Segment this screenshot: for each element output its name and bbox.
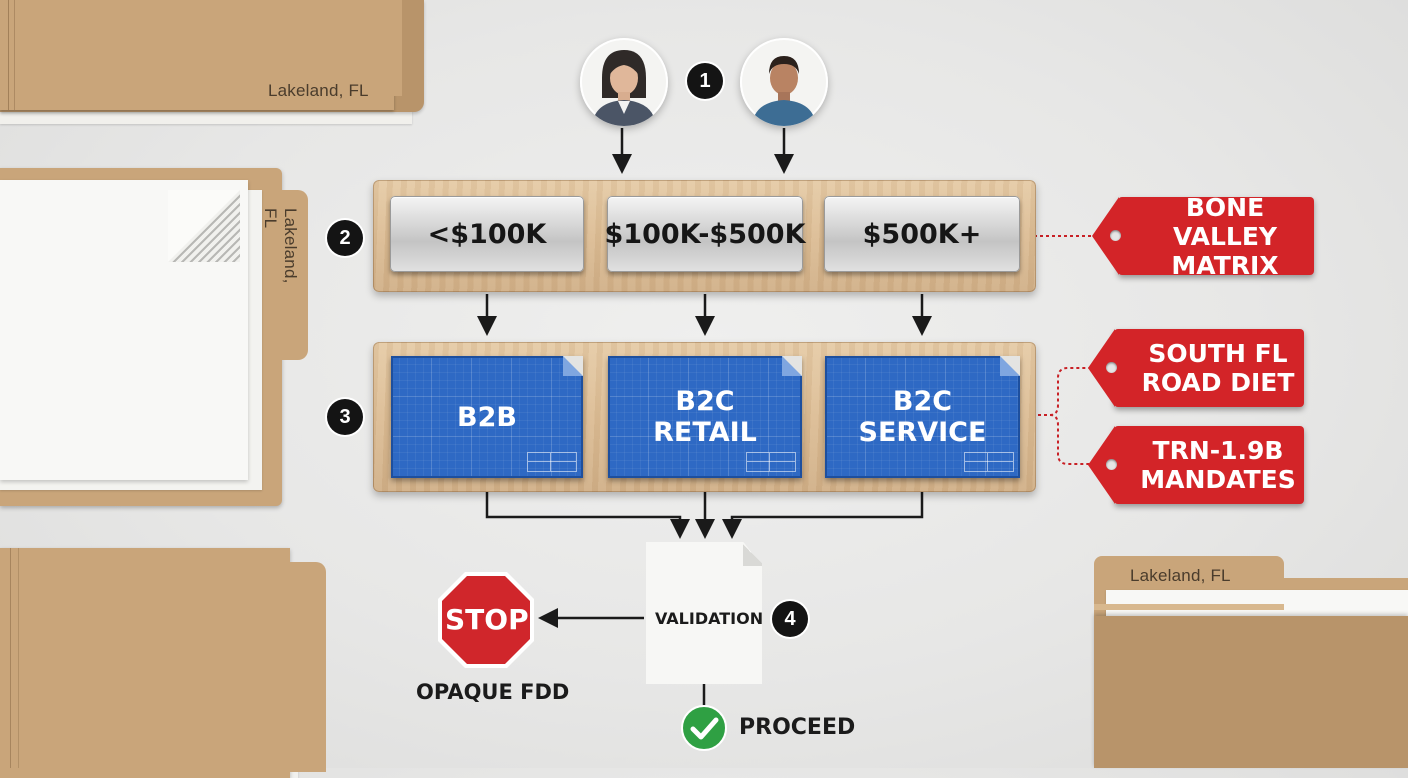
step-badge-1: 1: [687, 63, 723, 99]
avatar-man: [740, 38, 828, 126]
validation-document: [646, 542, 762, 684]
document-fold: [743, 542, 762, 566]
opaque-fdd-label: OPAQUE FDD: [416, 680, 570, 704]
tag-bone-valley-matrix: BONE VALLEY MATRIX: [1092, 193, 1314, 280]
check-icon: [681, 705, 727, 751]
dotted-link-mandates: [1049, 414, 1092, 465]
tag-line1: TRN-1.9B: [1152, 436, 1284, 465]
folder-bottom-left: [0, 548, 330, 778]
step-badge-2: 2: [327, 220, 363, 256]
segment-card-b2c-service: B2C SERVICE: [825, 356, 1020, 478]
tag-line1: SOUTH FL: [1148, 339, 1288, 368]
folder-label: Lakeland, FL: [1130, 566, 1231, 585]
folder-label: Lakeland, FL: [268, 81, 369, 100]
tag-line2: MANDATES: [1140, 465, 1296, 494]
stop-sign-icon: [438, 572, 534, 668]
avatar-woman: [580, 38, 668, 126]
arrow-seg-3: [722, 492, 924, 539]
tier-plate-500k-plus: $500K+: [824, 196, 1020, 272]
tag-line1: BONE VALLEY: [1172, 192, 1278, 251]
segment-card-b2c-retail: B2C RETAIL: [608, 356, 802, 478]
stop-sign-text: STOP: [445, 603, 529, 636]
segment-card-line2: SERVICE: [858, 417, 987, 448]
arrow-seg-1: [485, 492, 690, 539]
folder-bottom-right: Lakeland, FL: [1094, 556, 1408, 768]
segment-card-line1: B2C: [892, 386, 953, 417]
tag-south-fl-road-diet: SOUTH FL ROAD DIET: [1088, 329, 1304, 407]
step-badge-3: 3: [327, 399, 363, 435]
segment-card-line1: B2B: [457, 401, 517, 433]
tag-line2: ROAD DIET: [1141, 368, 1295, 397]
tier-plate-under-100k: <$100K: [390, 196, 584, 272]
tier-plate-100k-500k: $100K-$500K: [605, 196, 806, 272]
folder-mid-left: Lakeland, FL: [0, 168, 310, 508]
tag-line2: MATRIX: [1171, 250, 1279, 280]
step-badge-4: 4: [772, 601, 808, 637]
proceed-label: PROCEED: [739, 715, 856, 740]
validation-label: VALIDATION: [655, 609, 764, 628]
folder-top-left: Lakeland, FL: [0, 0, 425, 130]
tag-trn-mandates: TRN-1.9B MANDATES: [1088, 426, 1304, 504]
segment-card-b2b: B2B: [391, 356, 583, 478]
segment-card-line2: RETAIL: [653, 417, 757, 448]
segment-card-line1: B2C: [675, 386, 735, 417]
